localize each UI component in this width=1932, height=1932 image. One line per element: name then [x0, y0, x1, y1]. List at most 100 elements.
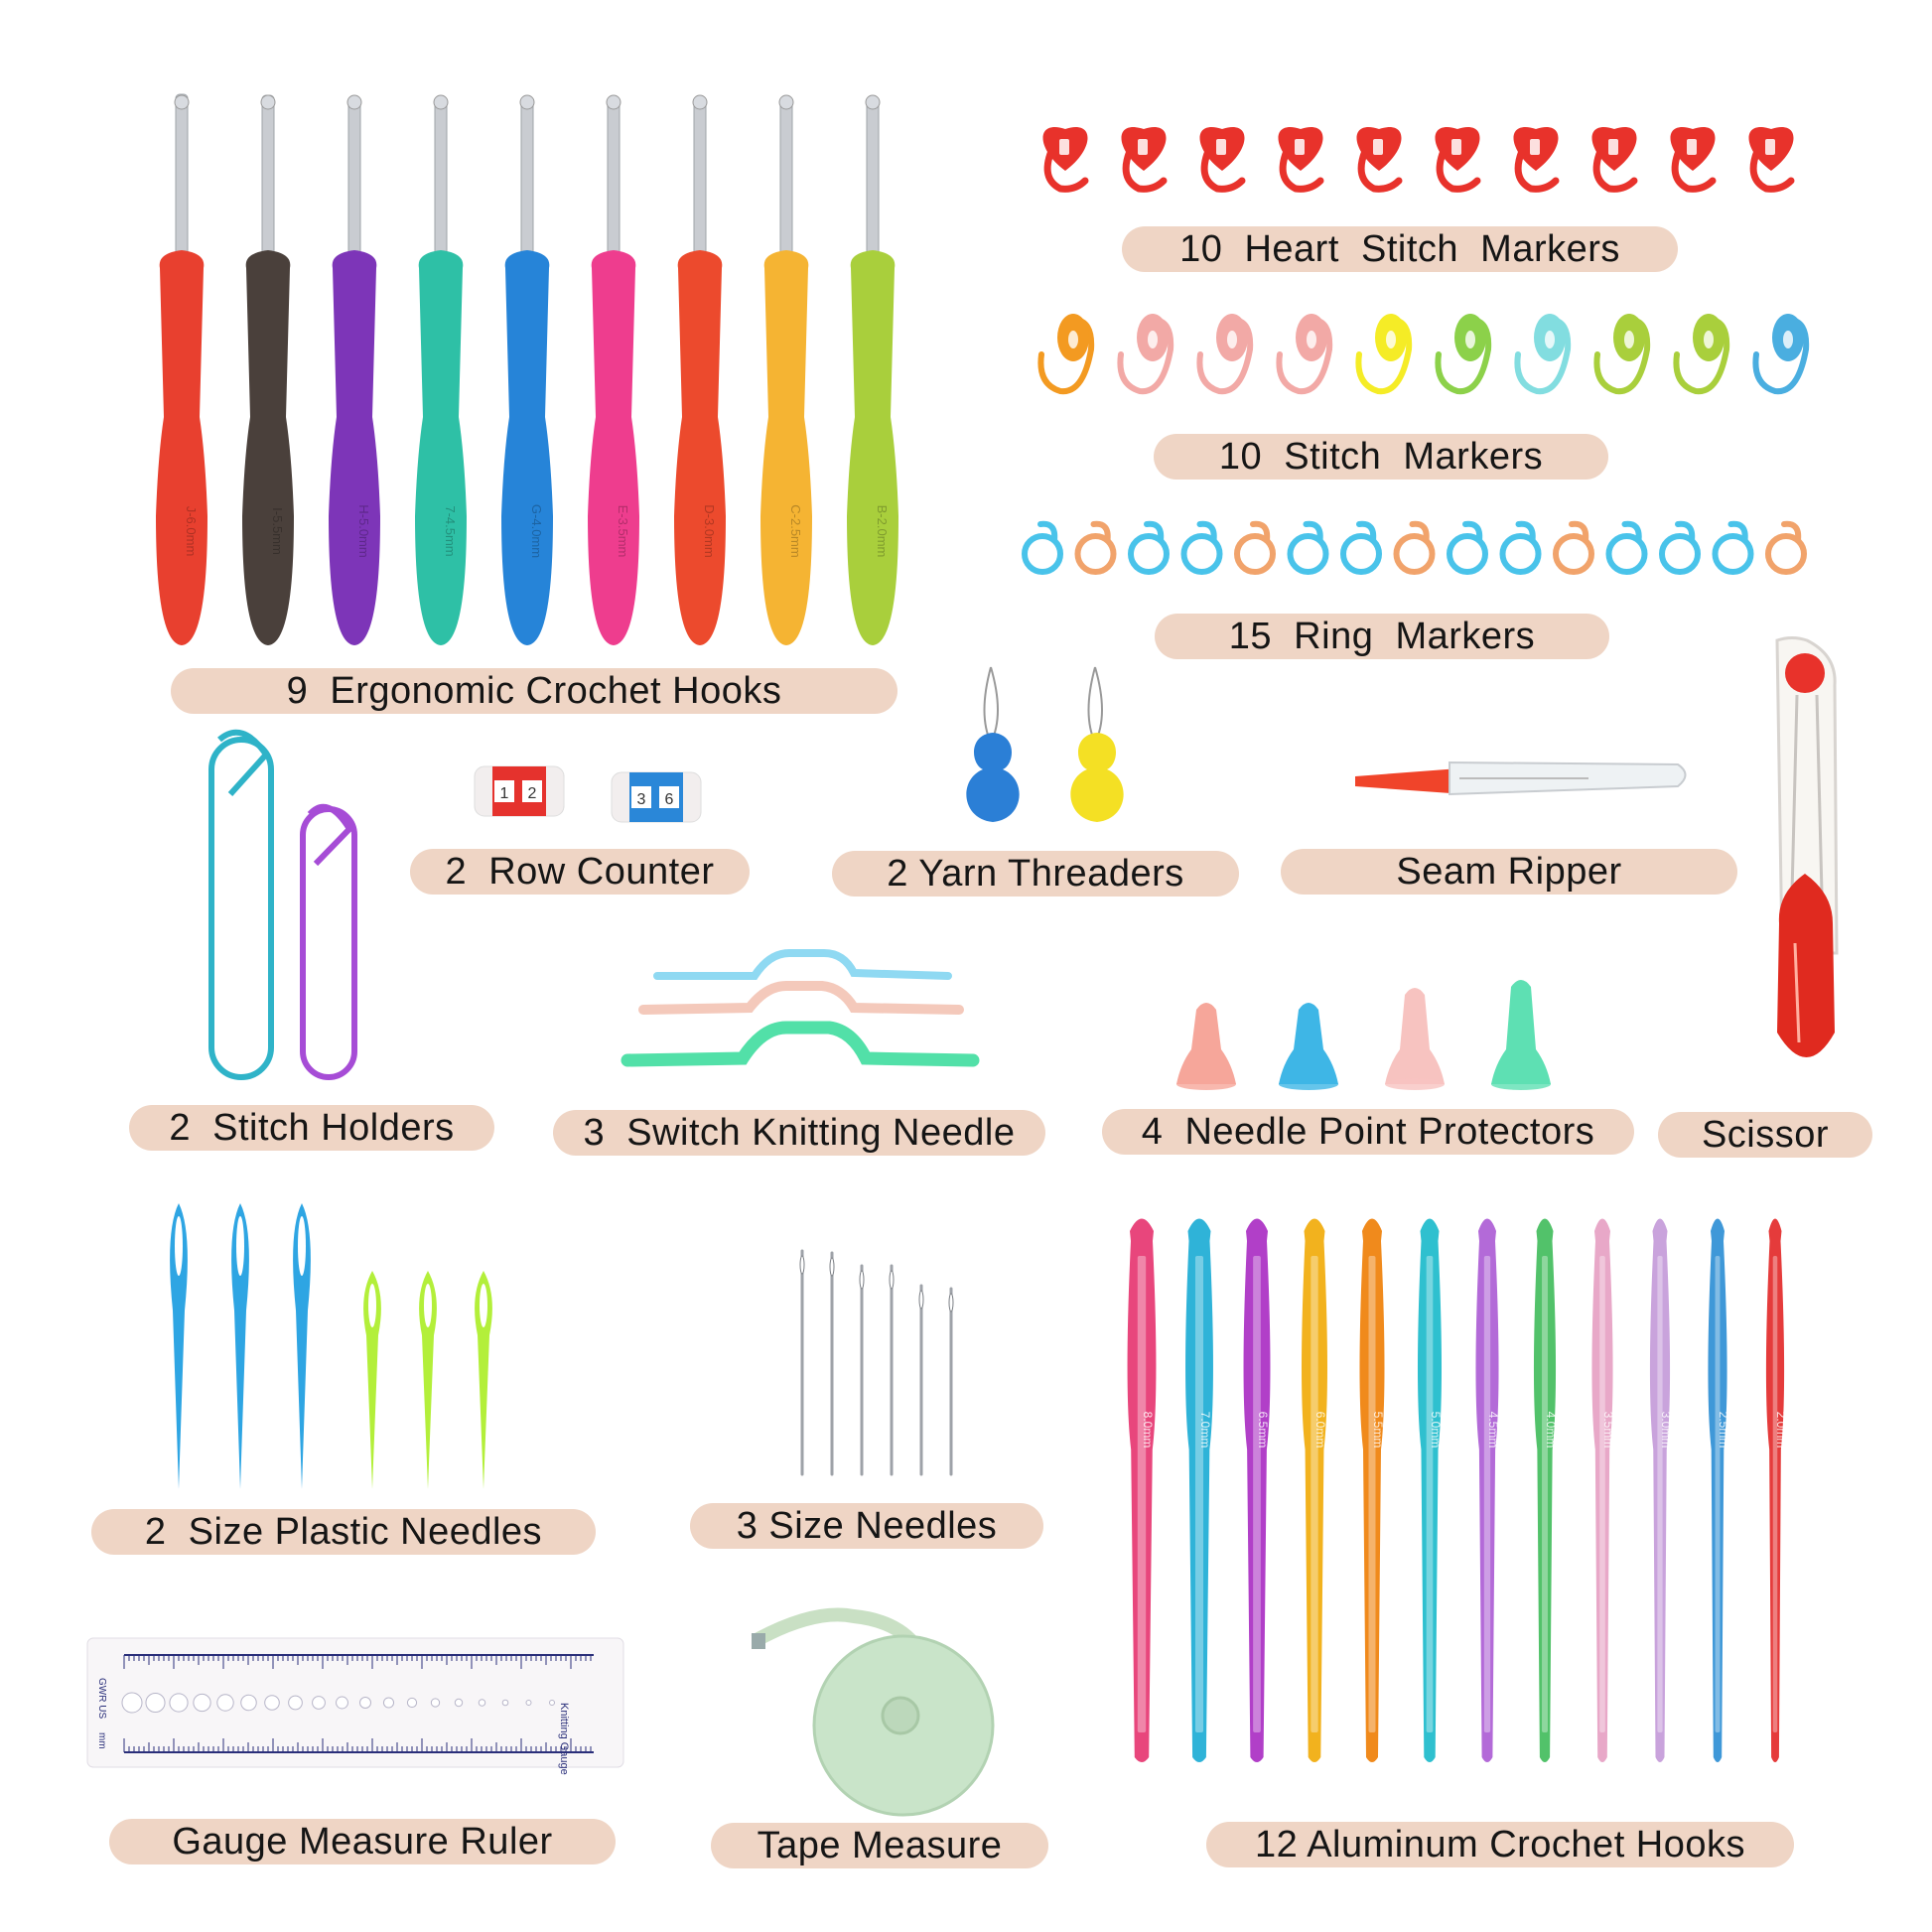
- crochet-hook-icon: D-3.0mm: [674, 94, 726, 645]
- ruler-unit-label: GWR US: [96, 1678, 107, 1719]
- ruler-hole: [549, 1700, 555, 1706]
- ruler-hole: [121, 1692, 143, 1714]
- cable-needle-icon: [621, 949, 980, 1067]
- label-yarn-threaders: 2 Yarn Threaders: [832, 851, 1239, 897]
- ring-marker-icon: [1234, 520, 1276, 575]
- crochet-hook-icon: E-3.5mm: [588, 94, 639, 645]
- hook-size-text: 4.0mm: [1544, 1412, 1558, 1449]
- crochet-hook-icon: C-2.5mm: [760, 94, 812, 645]
- ruler-hole: [264, 1695, 280, 1711]
- ruler-hole: [478, 1699, 486, 1707]
- ruler-hole: [359, 1697, 371, 1709]
- accessories-group: 1 2 3 6: [86, 636, 1839, 1817]
- hook-size-text: 7-4.5mm: [443, 505, 458, 556]
- ring-marker-icon: [1605, 520, 1648, 575]
- crochet-hook-icon: 5.0mm: [1417, 1218, 1443, 1762]
- hook-size-text: J-6.0mm: [184, 506, 199, 557]
- label-scissor: Scissor: [1658, 1112, 1872, 1158]
- tape-measure-icon: [751, 1607, 995, 1817]
- ruler-hole: [288, 1695, 303, 1711]
- ring-marker-icon: [1499, 520, 1542, 575]
- stitch-marker-icon: [1117, 314, 1174, 395]
- ergonomic-hooks-group: J-6.0mm I-5.5mm H-5.0mm 7-4.5mm G-4.0mm E-3.5…: [156, 93, 898, 645]
- ring-marker-icon: [1765, 520, 1807, 575]
- ruler-title: Knitting Gauge: [558, 1703, 570, 1775]
- ring-marker-icon: [1022, 520, 1063, 575]
- sewing-needle-icon: [799, 1249, 954, 1476]
- hook-size-text: C-2.5mm: [788, 504, 803, 557]
- crochet-hook-icon: 3.5mm: [1591, 1218, 1615, 1762]
- hook-size-text: 2.0mm: [1774, 1412, 1788, 1449]
- hook-size-text: 2.5mm: [1717, 1412, 1730, 1449]
- sewing-needle-icon: [859, 1264, 865, 1476]
- ring-marker-icon: [1553, 520, 1594, 575]
- stitch-marker-icon: [1196, 314, 1254, 395]
- plastic-needle-icon: [363, 1271, 381, 1489]
- crochet-hook-icon: 2.0mm: [1765, 1218, 1788, 1762]
- ring-marker-icon: [1074, 520, 1117, 575]
- label-seam-ripper: Seam Ripper: [1281, 849, 1737, 895]
- ring-marker-icon: [1447, 520, 1488, 575]
- stitch-marker-icon: [1514, 314, 1572, 395]
- row-counter-digit: 6: [665, 791, 674, 808]
- heart-marker-icon: [1591, 127, 1638, 193]
- heart-marker-icon: [1278, 127, 1324, 193]
- heart-marker-icon: [1670, 127, 1717, 193]
- heart-markers-group: [1042, 127, 1795, 193]
- ruler-hole: [430, 1698, 441, 1708]
- heart-marker-icon: [1121, 127, 1168, 193]
- hook-size-text: 6.5mm: [1256, 1412, 1270, 1449]
- ring-marker-icon: [1128, 520, 1170, 575]
- stitch-markers-group: [1037, 314, 1810, 395]
- label-plastic-needles: 2 Size Plastic Needles: [91, 1509, 596, 1555]
- stitch-marker-icon: [1673, 314, 1730, 395]
- crochet-hook-icon: 2.5mm: [1708, 1218, 1730, 1762]
- stitch-marker-icon: [1752, 314, 1810, 395]
- ruler-hole: [382, 1697, 395, 1709]
- ruler-hole: [501, 1699, 509, 1707]
- ruler-hole: [193, 1693, 211, 1713]
- stitch-marker-icon: [1355, 314, 1413, 395]
- label-stitch-markers: 10 Stitch Markers: [1154, 434, 1608, 480]
- ruler-hole: [240, 1694, 257, 1712]
- ring-marker-icon: [1180, 520, 1223, 575]
- ruler-hole: [169, 1693, 189, 1713]
- hook-size-text: I-5.5mm: [270, 507, 285, 555]
- point-protector-icon: [1491, 980, 1551, 1090]
- crochet-hook-icon: 4.5mm: [1475, 1218, 1500, 1762]
- point-protector-icon: [1279, 1003, 1338, 1090]
- row-counter-icon: 1 2 3 6: [474, 765, 702, 823]
- label-row-counter: 2 Row Counter: [410, 849, 750, 895]
- plastic-needle-icon: [170, 1203, 492, 1489]
- heart-marker-icon: [1435, 127, 1481, 193]
- ring-marker-icon: [1340, 520, 1382, 575]
- hook-size-text: 3.5mm: [1601, 1412, 1615, 1449]
- stitch-marker-icon: [1435, 314, 1492, 395]
- crochet-hook-icon: B-2.0mm: [847, 94, 898, 645]
- crochet-hook-icon: G-4.0mm: [501, 94, 553, 645]
- heart-marker-icon: [1199, 127, 1246, 193]
- stitch-marker-icon: [1037, 314, 1095, 395]
- ring-markers-group: [1022, 520, 1807, 575]
- stitch-marker-icon: [1593, 314, 1651, 395]
- crochet-hook-icon: J-6.0mm: [156, 93, 207, 645]
- label-tape-measure: Tape Measure: [711, 1823, 1048, 1868]
- hook-size-text: G-4.0mm: [529, 504, 544, 558]
- seam-ripper-icon: [1355, 760, 1687, 796]
- crochet-hook-icon: H-5.0mm: [329, 94, 380, 645]
- ring-marker-icon: [1712, 520, 1754, 575]
- crochet-hook-icon: 5.5mm: [1359, 1218, 1385, 1762]
- hook-size-text: 4.5mm: [1486, 1412, 1500, 1449]
- row-counter-digit: 3: [637, 791, 646, 808]
- label-heart-stitch-markers: 10 Heart Stitch Markers: [1122, 226, 1678, 272]
- ring-marker-icon: [1659, 520, 1701, 575]
- plastic-needle-icon: [475, 1271, 492, 1489]
- hook-size-text: 3.0mm: [1659, 1412, 1673, 1449]
- ring-marker-icon: [1393, 520, 1436, 575]
- row-counter-digit: 2: [528, 785, 537, 802]
- ruler-icon: Knitting Gauge GWR US mm: [86, 1637, 624, 1775]
- sewing-needle-icon: [889, 1264, 895, 1476]
- hook-size-text: H-5.0mm: [356, 504, 371, 557]
- label-gauge-measure-ruler: Gauge Measure Ruler: [109, 1819, 616, 1864]
